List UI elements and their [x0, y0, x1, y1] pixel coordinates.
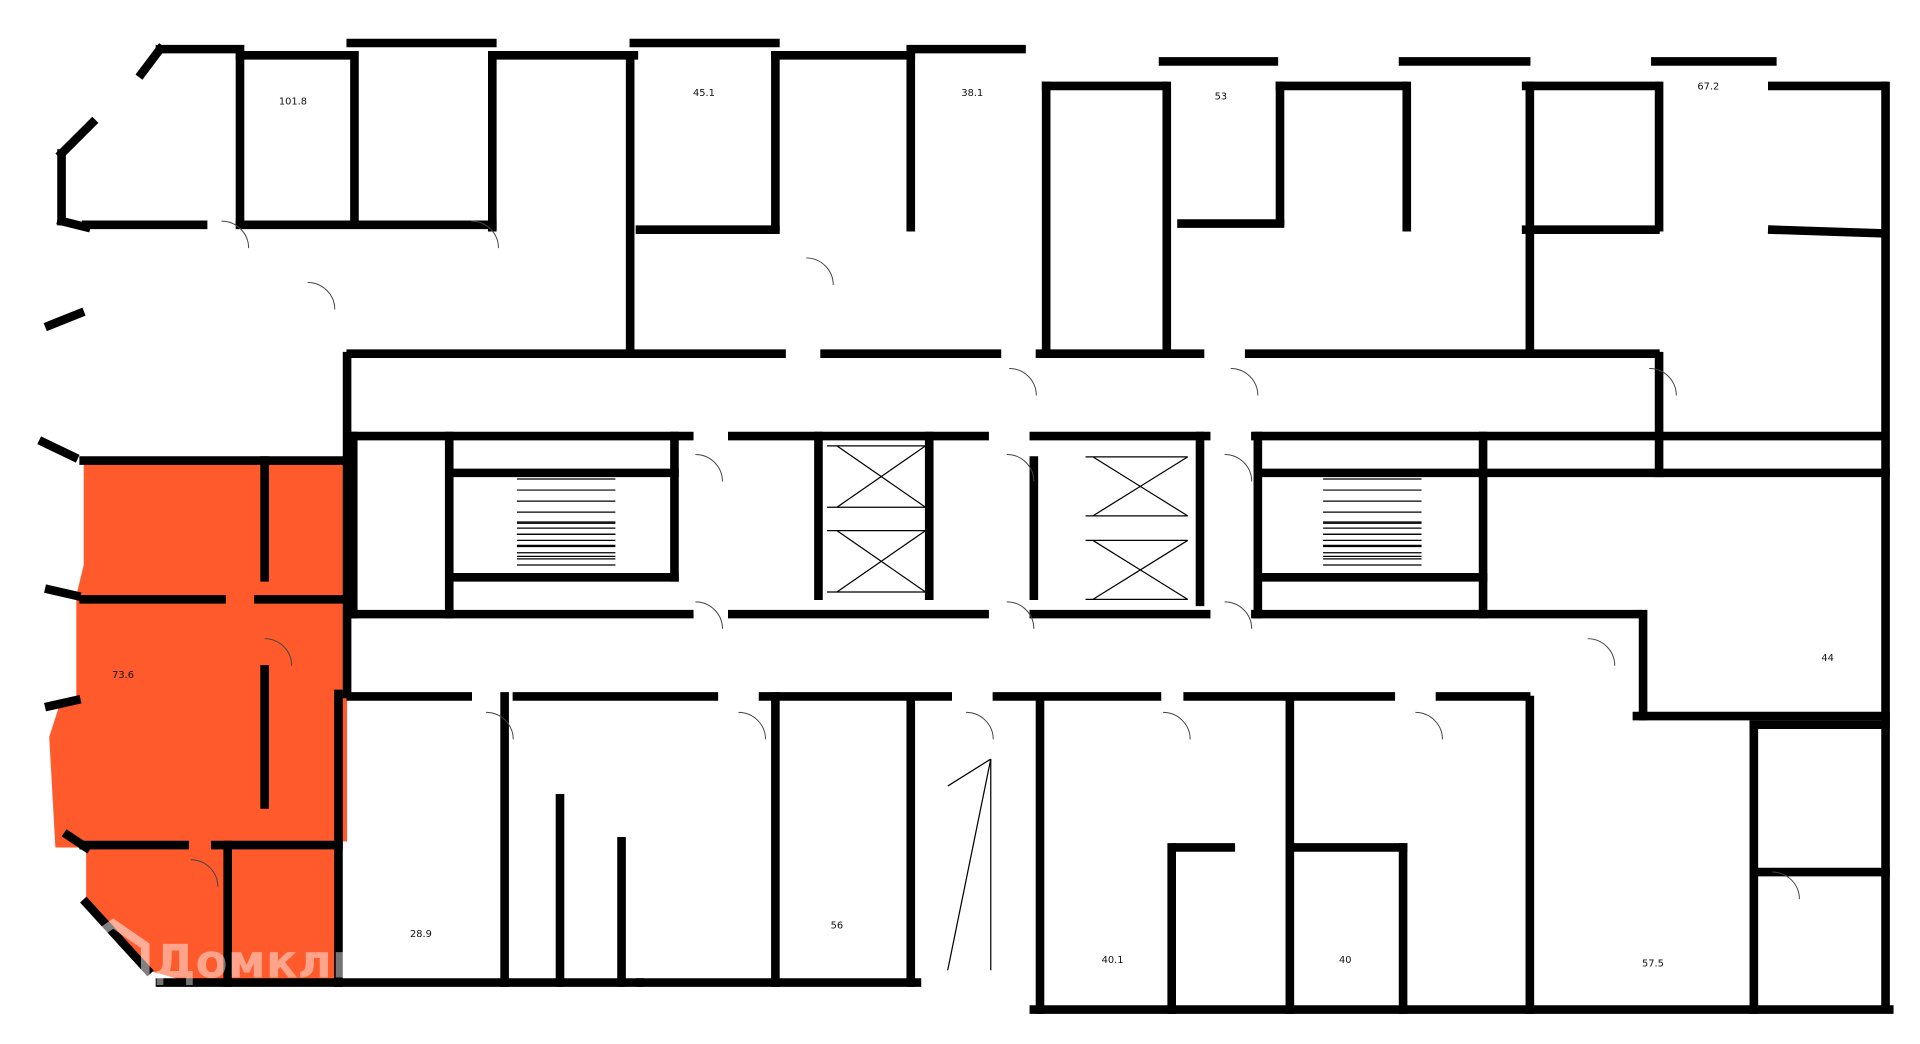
apartment-area-label: 44 [1821, 653, 1834, 664]
door-swing [264, 638, 293, 666]
elevator-shaft-line [1092, 456, 1189, 517]
door-swing [695, 453, 723, 482]
door-swing [1006, 453, 1035, 482]
elevator-shaft-line [947, 758, 992, 787]
apartment-area-label: 67.2 [1697, 82, 1719, 93]
wall [1767, 225, 1888, 238]
door-swing [1772, 871, 1800, 900]
apartment-area-label: 40 [1339, 955, 1352, 966]
door-swing [1163, 711, 1191, 740]
wall [43, 307, 86, 332]
apartment-area-label: 56 [831, 921, 844, 932]
apartment-area-label: 28.9 [410, 929, 432, 940]
wall [37, 436, 80, 463]
wall [80, 896, 154, 977]
selected-apartment-shape[interactable] [49, 460, 348, 983]
door-swing [1224, 453, 1253, 482]
apartment-area-label: 40.1 [1102, 955, 1124, 966]
selected-apartment-area-label: 73.6 [112, 670, 134, 681]
door-swing [806, 257, 834, 285]
door-swing [486, 711, 514, 740]
door-swing [307, 282, 336, 310]
door-swing [1587, 638, 1616, 666]
wall [44, 584, 82, 601]
watermark-text: Домклик [154, 936, 397, 990]
wall [55, 116, 99, 160]
apartment-area-label: 38.1 [961, 88, 983, 99]
door-swing [966, 711, 994, 740]
apartment-area-label: 45.1 [693, 88, 715, 99]
door-swing [1006, 601, 1035, 629]
elevator-shaft-line [1092, 539, 1189, 600]
elevator-shaft-line [836, 445, 926, 508]
door-swing [1224, 601, 1253, 629]
apartment-area-label: 57.5 [1642, 959, 1664, 970]
door-swing [1649, 367, 1677, 396]
door-swing [1415, 711, 1443, 740]
domclick-watermark: Домклик [76, 918, 397, 990]
door-swing [738, 711, 767, 740]
apartment-area-label: 101.8 [279, 96, 307, 107]
door-swing [695, 601, 723, 629]
door-swing [471, 220, 499, 249]
house-logo-icon [76, 918, 150, 987]
wall [135, 43, 167, 80]
door-swing [190, 859, 219, 887]
elevator-shaft-line [947, 758, 992, 971]
door-swing [1230, 367, 1259, 396]
apartment-area-label: 53 [1215, 91, 1228, 102]
door-swing [221, 220, 250, 249]
selected-apartment-73-6[interactable] [49, 460, 348, 983]
wall [44, 694, 82, 712]
door-swing [1009, 367, 1037, 396]
elevator-shaft-line [836, 530, 926, 593]
